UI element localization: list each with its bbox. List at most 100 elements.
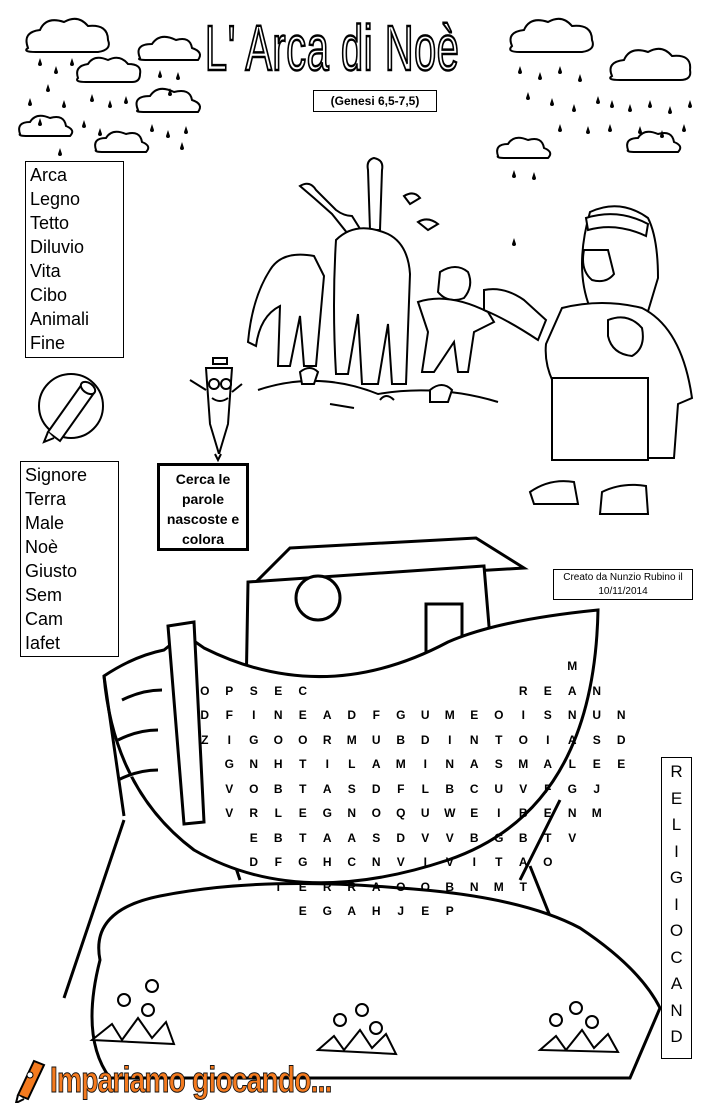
grid-letter[interactable]: O [518,732,528,747]
grid-letter[interactable]: B [273,781,283,796]
grid-letter[interactable]: E [421,904,430,918]
grid-letter[interactable]: T [274,879,282,894]
grid-letter[interactable]: S [347,781,356,796]
grid-letter[interactable]: A [322,781,332,796]
grid-letter[interactable]: T [519,879,527,894]
grid-letter[interactable]: N [616,708,626,722]
grid-letter[interactable]: N [567,806,577,820]
grid-letter[interactable]: R [322,879,332,894]
grid-letter[interactable]: T [299,757,307,771]
grid-letter[interactable]: N [347,806,357,820]
grid-letter[interactable]: G [322,806,332,820]
grid-letter[interactable]: N [592,683,602,698]
grid-letter[interactable]: U [420,806,430,820]
grid-letter[interactable]: V [568,830,577,845]
grid-letter[interactable]: M [493,879,504,894]
grid-letter[interactable]: D [347,708,357,722]
grid-letter[interactable]: V [396,855,405,869]
grid-letter[interactable]: J [593,781,601,796]
grid-letter[interactable]: F [397,781,405,796]
grid-letter[interactable]: M [395,757,406,771]
grid-letter[interactable]: C [347,855,357,869]
grid-letter[interactable]: O [298,732,308,747]
grid-letter[interactable]: O [249,781,259,796]
grid-letter[interactable]: T [544,830,552,845]
grid-letter[interactable]: A [347,830,357,845]
grid-letter[interactable]: A [347,904,357,918]
grid-letter[interactable]: A [567,732,577,747]
grid-letter[interactable]: L [274,806,282,820]
grid-letter[interactable]: F [372,708,380,722]
grid-letter[interactable]: G [249,732,259,747]
grid-letter[interactable]: O [273,732,283,747]
grid-letter[interactable]: H [371,904,381,918]
grid-letter[interactable]: B [445,879,455,894]
grid-letter[interactable]: O [494,708,504,722]
grid-letter[interactable]: V [225,806,234,820]
grid-letter[interactable]: V [225,781,234,796]
grid-letter[interactable]: L [421,781,429,796]
grid-letter[interactable]: A [518,855,528,869]
grid-letter[interactable]: B [469,830,479,845]
grid-letter[interactable]: I [423,855,427,869]
grid-letter[interactable]: N [249,757,259,771]
grid-letter[interactable]: N [567,708,577,722]
grid-letter[interactable]: S [372,830,381,845]
grid-letter[interactable]: B [518,830,528,845]
grid-letter[interactable]: T [495,732,503,747]
grid-letter[interactable]: I [497,806,501,820]
grid-letter[interactable]: N [371,855,381,869]
grid-letter[interactable]: B [445,781,455,796]
grid-letter[interactable]: G [224,757,234,771]
grid-letter[interactable]: E [274,683,283,698]
grid-letter[interactable]: G [396,708,406,722]
grid-letter[interactable]: S [249,683,258,698]
grid-letter[interactable]: I [252,708,256,722]
grid-letter[interactable]: T [299,781,307,796]
grid-letter[interactable]: A [371,879,381,894]
grid-letter[interactable]: I [546,732,550,747]
grid-letter[interactable]: R [347,879,357,894]
grid-letter[interactable]: M [567,659,578,673]
grid-letter[interactable]: A [469,757,479,771]
grid-letter[interactable]: P [445,904,454,918]
grid-letter[interactable]: E [543,683,552,698]
grid-letter[interactable]: D [396,830,406,845]
grid-letter[interactable]: O [371,806,381,820]
grid-letter[interactable]: D [616,732,626,747]
grid-letter[interactable]: E [249,830,258,845]
grid-letter[interactable]: L [568,757,576,771]
grid-letter[interactable]: M [444,708,455,722]
grid-letter[interactable]: I [325,757,329,771]
grid-letter[interactable]: P [225,683,234,698]
grid-letter[interactable]: O [200,683,210,698]
grid-letter[interactable]: U [420,708,430,722]
grid-letter[interactable]: C [298,683,308,698]
grid-letter[interactable]: V [445,830,454,845]
grid-letter[interactable]: E [543,806,552,820]
grid-letter[interactable]: G [322,904,332,918]
grid-letter[interactable]: E [298,879,307,894]
grid-letter[interactable]: Q [396,806,406,820]
grid-letter[interactable]: S [543,708,552,722]
grid-letter[interactable]: F [274,855,282,869]
grid-letter[interactable]: F [544,781,552,796]
grid-letter[interactable]: O [420,879,430,894]
grid-letter[interactable]: R [322,732,332,747]
grid-letter[interactable]: A [322,708,332,722]
grid-letter[interactable]: V [421,830,430,845]
grid-letter[interactable]: O [396,879,406,894]
grid-letter[interactable]: M [346,732,357,747]
grid-letter[interactable]: J [397,904,405,918]
grid-letter[interactable]: E [617,757,626,771]
grid-letter[interactable]: I [423,757,427,771]
grid-letter[interactable]: S [592,732,601,747]
grid-letter[interactable]: U [592,708,602,722]
grid-letter[interactable]: R [518,683,528,698]
grid-letter[interactable]: H [322,855,332,869]
grid-letter[interactable]: D [200,708,210,722]
grid-letter[interactable]: N [469,732,479,747]
grid-letter[interactable]: W [444,806,456,820]
grid-letter[interactable]: E [470,806,479,820]
grid-letter[interactable]: C [469,781,479,796]
